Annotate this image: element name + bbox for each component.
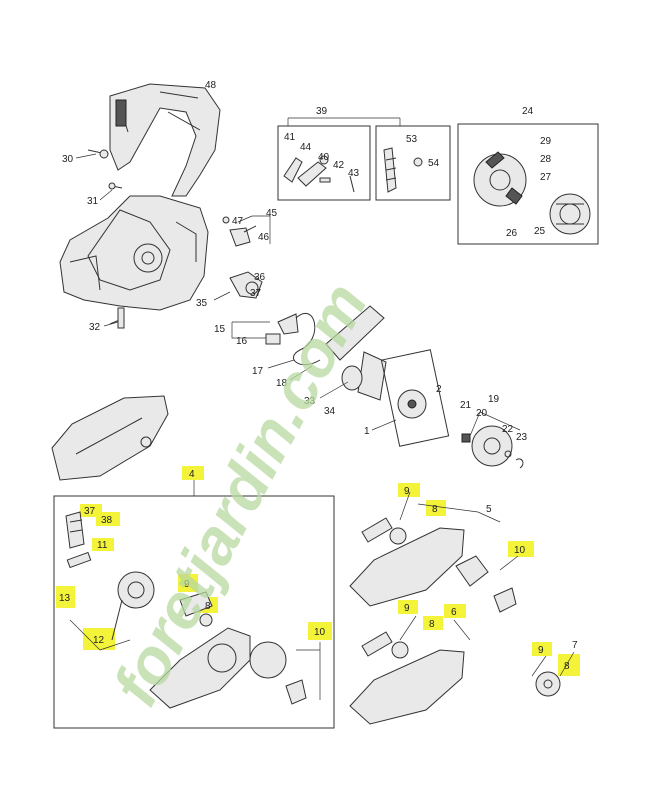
group-box-53 <box>375 125 451 201</box>
callout-11: 11 <box>97 540 108 551</box>
callout-15: 15 <box>214 324 226 335</box>
callout-27: 27 <box>540 172 552 183</box>
oil-pump-parts <box>222 216 257 247</box>
callout-10-box4: 10 <box>314 627 326 638</box>
leader-lines <box>69 117 575 700</box>
cover-group-7 <box>535 671 561 697</box>
callout-40: 40 <box>318 152 330 163</box>
sprocket-parts <box>461 425 524 469</box>
callout-37-upper: 37 <box>250 288 262 299</box>
chain-cover <box>51 395 169 481</box>
cover-group-6 <box>349 631 465 725</box>
callout-22: 22 <box>502 424 514 435</box>
callout-34: 34 <box>324 406 336 417</box>
callout-24: 24 <box>522 106 534 117</box>
callout-6: 6 <box>451 607 457 618</box>
callout-47: 47 <box>232 216 244 227</box>
callout-38: 38 <box>101 515 113 526</box>
cover-group-5 <box>349 517 517 613</box>
callout-37: 37 <box>84 506 96 517</box>
callout-labels: 48 30 31 32 39 41 44 40 42 43 53 54 24 2… <box>59 80 578 672</box>
callout-44: 44 <box>300 142 312 153</box>
callout-16: 16 <box>236 336 248 347</box>
callout-10-cover5: 10 <box>514 545 526 556</box>
callout-18: 18 <box>276 378 288 389</box>
callout-30: 30 <box>62 154 74 165</box>
callout-17: 17 <box>252 366 264 377</box>
callout-39: 39 <box>316 106 328 117</box>
callout-29: 29 <box>540 136 552 147</box>
callout-5: 5 <box>486 504 492 515</box>
callout-7: 7 <box>572 640 578 651</box>
starter-parts <box>265 305 385 366</box>
group-39-parts <box>283 155 355 193</box>
engine-housing <box>59 195 209 311</box>
clutch-drum-parts <box>341 349 450 447</box>
highlights <box>56 466 580 676</box>
callout-21: 21 <box>460 400 472 411</box>
callout-25: 25 <box>534 226 546 237</box>
callout-8-cover5: 8 <box>432 504 438 515</box>
callout-1: 1 <box>364 426 370 437</box>
adjuster-parts <box>229 271 263 299</box>
callout-9-cover6: 9 <box>404 603 410 614</box>
callout-32: 32 <box>89 322 101 333</box>
callout-19: 19 <box>488 394 500 405</box>
callout-33: 33 <box>304 396 316 407</box>
callout-8-cover7: 8 <box>564 661 570 672</box>
callout-26: 26 <box>506 228 518 239</box>
callout-8-cover6: 8 <box>429 619 435 630</box>
callout-36: 36 <box>254 272 266 283</box>
callout-8-box4: 8 <box>205 601 211 612</box>
callout-23: 23 <box>516 432 528 443</box>
callout-13: 13 <box>59 593 71 604</box>
callout-9-box4: 9 <box>184 579 190 590</box>
callout-41: 41 <box>284 132 296 143</box>
callout-43: 43 <box>348 168 360 179</box>
rear-handle <box>109 83 221 197</box>
callout-45: 45 <box>266 208 278 219</box>
callout-28: 28 <box>540 154 552 165</box>
group-box-24 <box>457 123 599 245</box>
group-4-parts <box>65 511 307 709</box>
callout-20: 20 <box>476 408 488 419</box>
screws-left <box>87 149 125 329</box>
callout-46: 46 <box>258 232 270 243</box>
callout-31: 31 <box>87 196 99 207</box>
clutch-group <box>473 151 591 235</box>
callout-35: 35 <box>196 298 208 309</box>
callout-48: 48 <box>205 80 217 91</box>
group-53-parts <box>383 147 423 193</box>
callout-9-cover7: 9 <box>538 645 544 656</box>
group-box-39 <box>277 125 371 201</box>
callout-12: 12 <box>93 635 105 646</box>
callout-2: 2 <box>436 384 442 395</box>
callout-42: 42 <box>333 160 345 171</box>
callout-53: 53 <box>406 134 418 145</box>
callout-54: 54 <box>428 158 440 169</box>
callout-4: 4 <box>189 469 195 480</box>
callout-9-cover5: 9 <box>404 486 410 497</box>
